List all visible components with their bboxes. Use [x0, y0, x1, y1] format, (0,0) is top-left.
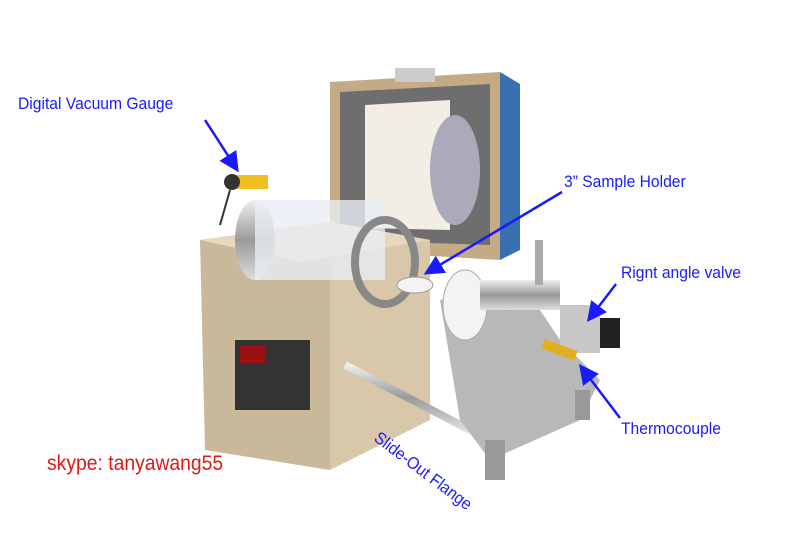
vacuum-gauge-label: Digital Vacuum Gauge [18, 94, 174, 113]
thermocouple-label: Thermocouple [621, 419, 721, 438]
slide-out-flange-assembly [343, 240, 620, 480]
skype-watermark: skype: tanyawang55 [47, 452, 224, 475]
quartz-tube [235, 200, 434, 308]
vacuum-gauge-arrow [203, 119, 239, 173]
thermocouple-arrow [578, 364, 621, 419]
vacuum-gauge [219, 174, 268, 226]
angle-valve-label: Rignt angle valve [621, 263, 741, 282]
sample-holder-label: 3” Sample Holder [564, 172, 686, 191]
sample-holder-arrow [423, 190, 563, 275]
angle-valve-arrow [586, 283, 617, 322]
